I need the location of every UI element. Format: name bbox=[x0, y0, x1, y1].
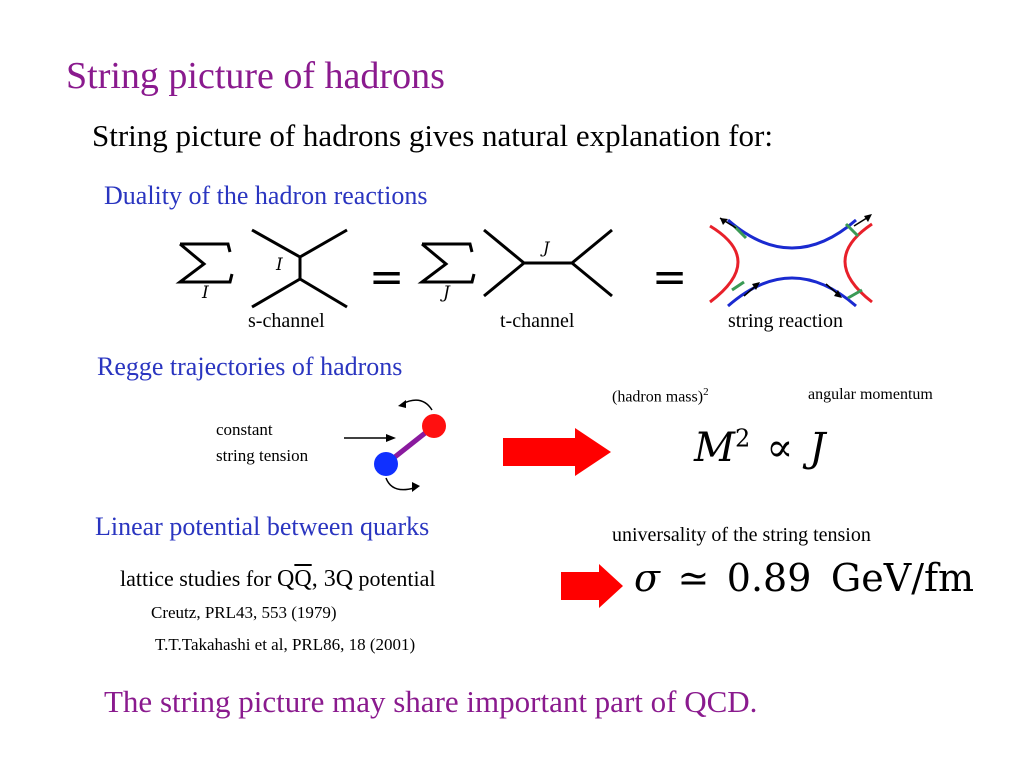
hadron-mass-label: (hadron mass)2 bbox=[612, 386, 709, 406]
hadron-mass-text: (hadron mass) bbox=[612, 388, 704, 406]
rotating-string-diagram bbox=[344, 399, 446, 492]
tension-formula: σ ≃ 0.89 GeV/fm bbox=[634, 556, 974, 601]
equals-sign-1: = bbox=[369, 252, 405, 301]
equals-sign-2: = bbox=[652, 252, 688, 301]
tension-arrow bbox=[561, 564, 623, 608]
regge-arrow bbox=[503, 428, 611, 476]
sigma-sum-icon bbox=[175, 242, 234, 284]
antiquark-qbar: Q bbox=[294, 566, 312, 592]
regge-heading: Regge trajectories of hadrons bbox=[97, 352, 403, 381]
reference-creutz: Creutz, PRL43, 553 (1979) bbox=[151, 603, 337, 622]
sigma-symbol: σ bbox=[634, 556, 660, 600]
reference-takahashi: T.T.Takahashi et al, PRL86, 18 (2001) bbox=[155, 635, 416, 654]
sum-index-s: I bbox=[202, 283, 209, 303]
sigma-sum-icon bbox=[417, 242, 476, 284]
vertex-label-s: I bbox=[276, 255, 283, 275]
linear-heading: Linear potential between quarks bbox=[95, 512, 430, 541]
approx-symbol: ≃ bbox=[677, 556, 710, 600]
proportional-symbol: ∝ bbox=[766, 425, 794, 471]
angular-momentum-label: angular momentum bbox=[808, 386, 933, 403]
formula-exponent: 2 bbox=[734, 424, 751, 453]
quark-q: Q bbox=[277, 566, 295, 592]
hadron-mass-exponent: 2 bbox=[703, 386, 709, 398]
lattice-prefix: lattice studies for bbox=[120, 566, 278, 591]
string-reaction-label: string reaction bbox=[728, 310, 843, 332]
t-channel-label: t-channel bbox=[500, 310, 575, 332]
string-reaction-diagram bbox=[709, 214, 873, 308]
lattice-studies-line: lattice studies for QQ, 3Q potential bbox=[120, 566, 436, 593]
tension-label-line1: constant bbox=[216, 420, 273, 439]
formula-angular-momentum: J bbox=[809, 425, 826, 471]
slide-title: String picture of hadrons bbox=[66, 55, 445, 97]
sum-index-t: J bbox=[443, 283, 450, 303]
lattice-mid: , 3Q bbox=[311, 566, 354, 592]
tension-label-line2: string tension bbox=[216, 446, 309, 465]
s-channel-diagram bbox=[251, 228, 348, 309]
conclusion-text: The string picture may share important p… bbox=[104, 684, 758, 719]
t-channel-diagram bbox=[483, 228, 613, 298]
formula-mass: M bbox=[694, 425, 735, 471]
s-channel-label: s-channel bbox=[248, 310, 325, 332]
vertex-label-t: J bbox=[543, 238, 550, 257]
universality-label: universality of the string tension bbox=[612, 524, 871, 546]
lattice-suffix: potential bbox=[353, 566, 436, 591]
duality-heading: Duality of the hadron reactions bbox=[104, 181, 428, 210]
slide-subtitle: String picture of hadrons gives natural … bbox=[92, 118, 773, 153]
tension-unit: GeV/fm bbox=[830, 556, 975, 600]
regge-formula: M2 ∝ J bbox=[694, 424, 825, 471]
tension-value: 0.89 bbox=[726, 556, 812, 600]
